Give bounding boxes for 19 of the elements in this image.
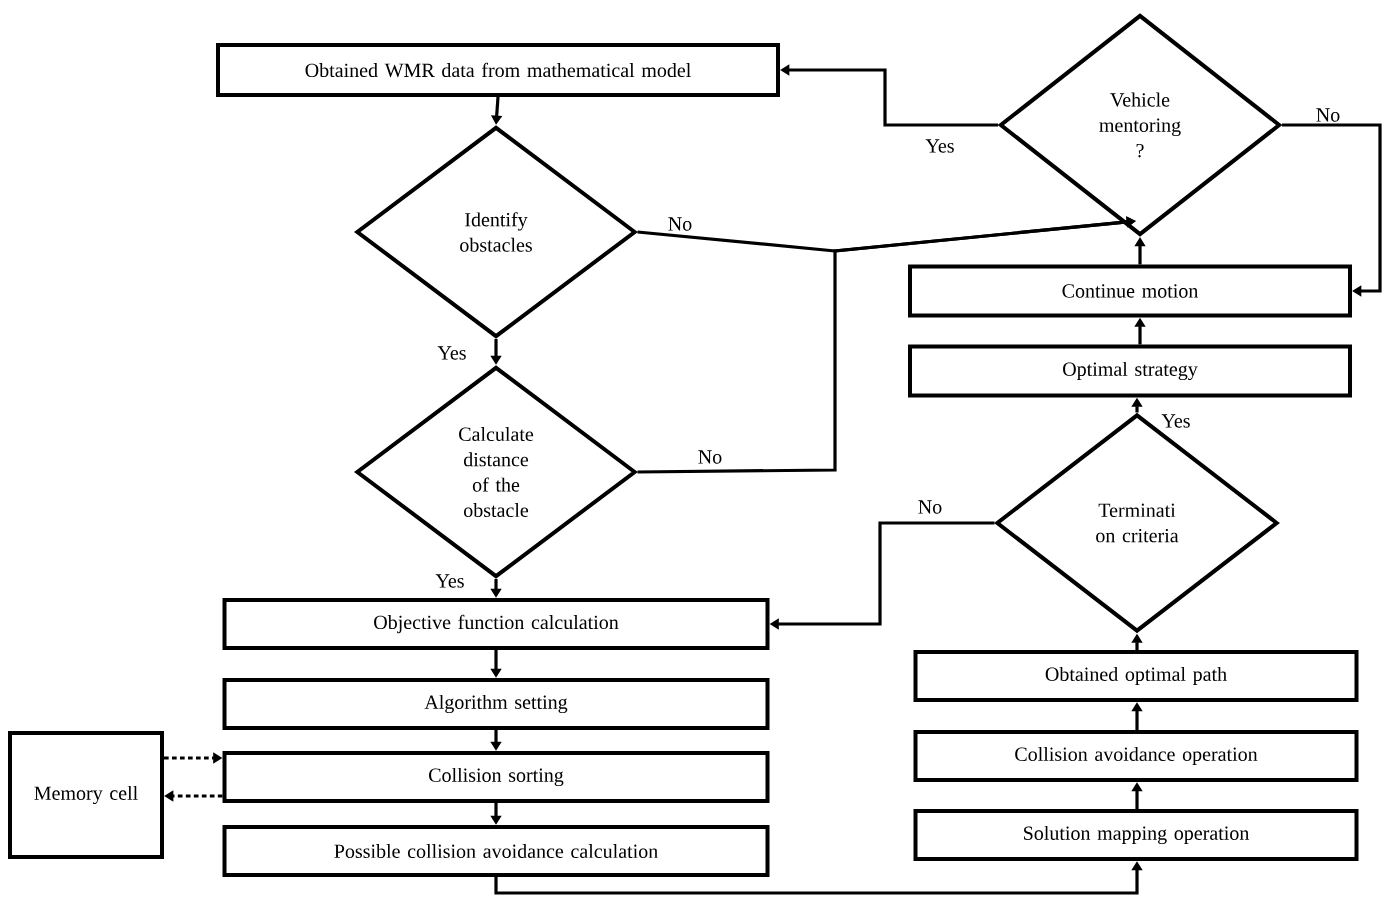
edge-label: No <box>1314 107 1342 123</box>
process-box: Continue motion <box>908 264 1352 318</box>
process-box: Solution mapping operation <box>913 809 1359 861</box>
edge-label: Yes <box>1160 413 1192 429</box>
edge-label: No <box>696 449 724 465</box>
process-box: Optimal strategy <box>908 344 1352 398</box>
process-box: Memory cell <box>8 731 164 859</box>
process-box: Collision sorting <box>222 751 770 803</box>
process-box: Obtained WMR data from mathematical model <box>216 43 780 97</box>
edge-label: Yes <box>924 138 956 154</box>
edge-label: No <box>666 216 694 232</box>
edge-label: No <box>916 499 944 515</box>
edge-label: Yes <box>436 345 468 361</box>
process-box: Collision avoidance operation <box>913 730 1359 782</box>
process-box: Objective function calculation <box>222 598 770 650</box>
arrow <box>1282 123 1382 297</box>
process-box: Possible collision avoidance calculation <box>222 825 770 877</box>
process-box: Algorithm setting <box>222 678 770 730</box>
process-box: Obtained optimal path <box>913 650 1359 702</box>
